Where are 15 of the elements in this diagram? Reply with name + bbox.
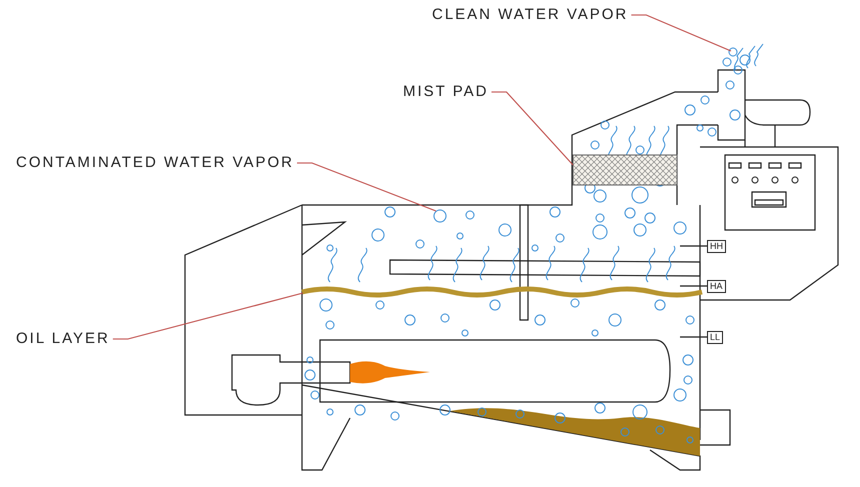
level-tag: HH [707,240,726,253]
leader-line [631,14,732,52]
bubble [434,210,446,222]
oil-layer-band [301,286,703,298]
callout-label: CONTAMINATED WATER VAPOR [16,154,294,172]
leader-line [491,91,574,166]
callout-label: CLEAN WATER VAPOR [432,6,628,24]
leader-line [112,292,304,340]
level-tag: HA [707,280,726,293]
callout-label: OIL LAYER [16,330,110,348]
vapor-drawing [722,44,764,74]
mist-pad [572,154,678,186]
leader-line [297,162,436,212]
level-tag: LL [707,331,724,344]
callout-label: MIST PAD [403,83,488,101]
